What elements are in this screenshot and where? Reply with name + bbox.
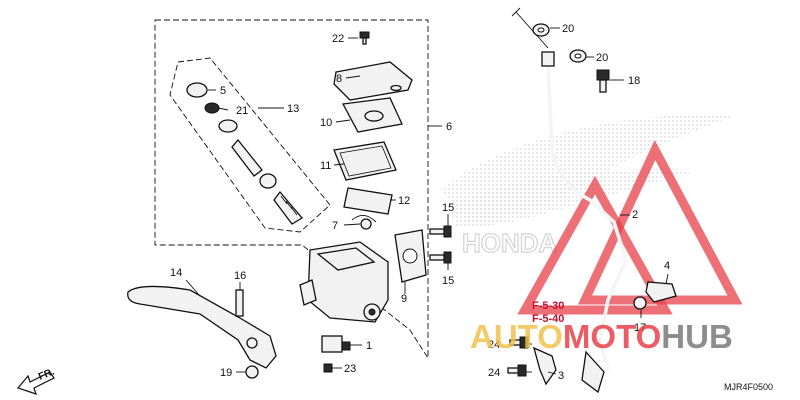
callout-11: 11 bbox=[320, 160, 331, 172]
callout-23: 23 bbox=[344, 363, 356, 375]
callout-24a: 24 bbox=[488, 339, 500, 351]
callout-22: 22 bbox=[332, 33, 344, 45]
callout-3: 3 bbox=[558, 370, 564, 382]
watermark-part-moto: MOTO bbox=[563, 318, 661, 355]
brand-text: HONDA bbox=[462, 228, 558, 258]
hose-clamp-4 bbox=[645, 281, 677, 303]
screw-22 bbox=[359, 31, 370, 45]
callout-2: 2 bbox=[632, 209, 638, 221]
watermark-text: AUTOMOTOHUB bbox=[470, 318, 733, 355]
callout-14: 14 bbox=[170, 267, 182, 279]
screw-23 bbox=[323, 363, 333, 373]
callout-9: 9 bbox=[401, 293, 407, 305]
grommet-17 bbox=[633, 296, 647, 310]
clamp-7 bbox=[351, 215, 377, 230]
diagram-code: MJR4F0500 bbox=[724, 382, 773, 392]
bolt-15a bbox=[429, 225, 452, 238]
washer-20a bbox=[532, 23, 550, 37]
nut-19 bbox=[245, 365, 259, 379]
callout-8: 8 bbox=[336, 73, 342, 85]
brake-lever-14 bbox=[127, 285, 277, 369]
callout-17: 17 bbox=[634, 322, 646, 334]
callout-20b: 20 bbox=[596, 52, 608, 64]
callout-15b: 15 bbox=[442, 275, 454, 287]
pivot-bolt-16 bbox=[235, 289, 244, 317]
leader-lines bbox=[185, 27, 669, 375]
callout-21: 21 bbox=[236, 105, 248, 117]
stop-switch-1 bbox=[321, 335, 351, 353]
reservoir-cap-8 bbox=[333, 61, 413, 101]
callout-labels: 1 2 3 4 5 6 7 8 9 10 11 12 13 14 15 15 1… bbox=[170, 23, 670, 382]
callout-16: 16 bbox=[234, 270, 246, 282]
stay-3 bbox=[533, 346, 557, 386]
float-12 bbox=[343, 187, 393, 215]
brake-hose-2 bbox=[511, 7, 628, 394]
reference-f-5-30: F-5-30 bbox=[532, 300, 564, 312]
callout-4: 4 bbox=[664, 260, 670, 272]
banjo-bolt-18 bbox=[596, 69, 610, 93]
callout-12: 12 bbox=[398, 195, 410, 207]
callout-20a: 20 bbox=[562, 23, 574, 35]
callout-19: 19 bbox=[220, 367, 232, 379]
callout-6: 6 bbox=[446, 121, 452, 133]
callout-24b: 24 bbox=[488, 367, 500, 379]
callout-15a: 15 bbox=[442, 202, 454, 214]
piston-set-13 bbox=[186, 82, 303, 225]
watermark-part-hub: HUB bbox=[661, 318, 733, 355]
callout-1: 1 bbox=[366, 340, 372, 352]
assembly-boundary-13 bbox=[169, 57, 331, 233]
watermark-part-auto: AUTO bbox=[470, 318, 563, 355]
honda-wing-background: HONDA bbox=[440, 114, 735, 259]
bolt-15b bbox=[429, 251, 452, 264]
bolt-24b bbox=[507, 364, 527, 377]
front-arrow-icon bbox=[16, 371, 55, 395]
callout-7: 7 bbox=[332, 220, 338, 232]
reference-f-5-40: F-5-40 bbox=[532, 313, 564, 325]
washer-20b bbox=[569, 49, 587, 63]
callout-5: 5 bbox=[220, 85, 226, 97]
master-cylinder-body bbox=[299, 241, 389, 323]
front-label: FR. bbox=[37, 366, 56, 382]
bolt-24a bbox=[509, 336, 529, 349]
callout-13: 13 bbox=[287, 103, 299, 115]
assembly-boundary-6 bbox=[154, 19, 429, 360]
svg-text:AUTOMOTOHUB: AUTOMOTOHUB bbox=[470, 318, 733, 355]
callout-10: 10 bbox=[320, 117, 332, 129]
callout-18: 18 bbox=[628, 75, 640, 87]
